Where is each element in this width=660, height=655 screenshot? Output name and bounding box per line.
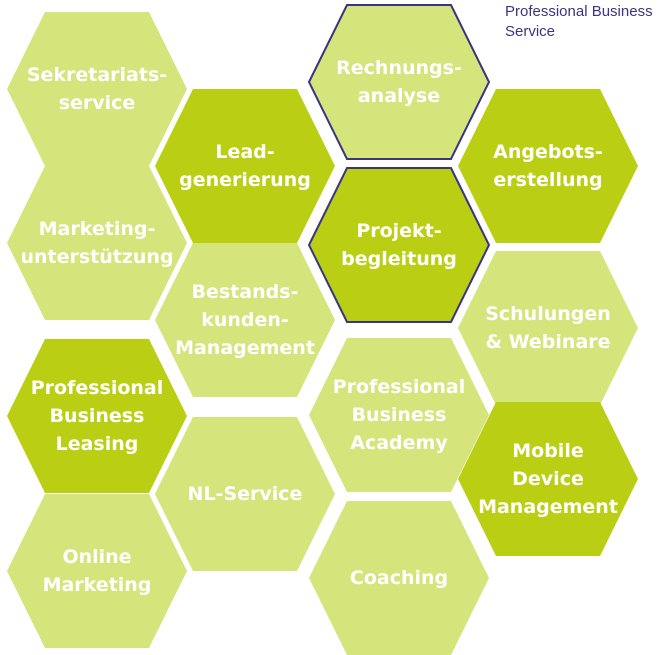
- hexagon-label: Coaching: [350, 567, 448, 589]
- hexagon-label: Business: [352, 404, 447, 426]
- hexagon-label: unterstützung: [20, 246, 173, 268]
- hexagon-shape: [155, 89, 335, 243]
- hexagon-angebotserstellung: Angebots-erstellung: [458, 89, 638, 243]
- hexagon-schulungen: Schulungen & Webinare: [458, 251, 638, 405]
- hexagon-label: Marketing: [43, 574, 152, 596]
- hexagon-label: Rechnungs-: [336, 57, 462, 79]
- hexagon-label: Sekretariats-: [27, 64, 167, 86]
- hexagon-label: kunden-: [201, 309, 289, 331]
- hexagon-label: service: [59, 92, 136, 114]
- hexagon-rechnungsanalyse: Rechnungs-analyse: [307, 4, 491, 160]
- hexagon-label: Bestands-: [192, 281, 299, 303]
- hexagon-shape: [458, 402, 638, 556]
- hexagon-coaching: Coaching: [309, 501, 489, 655]
- hexagon-label: Device: [512, 468, 584, 490]
- hexagon-shape: [7, 339, 187, 493]
- hexagon-label: Marketing-: [39, 218, 156, 240]
- hexagon-label: Lead-: [215, 141, 274, 163]
- hexagon-shape: [307, 4, 491, 160]
- legend-line-1: Professional Business: [505, 3, 653, 20]
- hexagon-label: erstellung: [493, 169, 602, 191]
- hexagon-label: NL-Service: [188, 483, 303, 505]
- hexagon-shape: [7, 166, 187, 320]
- hexagon-shape: [155, 243, 335, 397]
- hexagon-shape: [7, 12, 187, 166]
- hexagon-label: Leasing: [56, 433, 139, 455]
- hexagon-label: Professional: [31, 377, 164, 399]
- hexagon-label: Schulungen: [485, 303, 611, 325]
- hexagon-label: Professional: [333, 376, 466, 398]
- hexagon-shape: [7, 494, 187, 648]
- hexagon-shape: [458, 251, 638, 405]
- hexagon-projektbegleitung: Projekt-begleitung: [307, 167, 491, 323]
- hexagon-shape: [155, 417, 335, 571]
- hexagon-shape: [309, 501, 489, 655]
- hexagon-label: Academy: [350, 432, 448, 454]
- hexagon-leadgenerierung: Lead-generierung: [155, 89, 335, 243]
- hexagon-label: & Webinare: [485, 331, 610, 353]
- hexagon-label: Management: [175, 337, 315, 359]
- hexagon-label: Angebots-: [493, 141, 603, 163]
- hexagon-bestandskundenmanagement: Bestands-kunden- Management: [155, 243, 335, 397]
- hexagon-label: generierung: [179, 169, 311, 191]
- hexagon-label: Mobile: [512, 440, 583, 462]
- legend-line-2: Service: [505, 23, 556, 40]
- hexagon-label: begleitung: [341, 248, 457, 270]
- hexagon-nlservice: NL-Service: [155, 417, 335, 571]
- hexagon-shape: [309, 338, 489, 492]
- hexagon-label: analyse: [358, 85, 440, 107]
- hexagon-shape: [307, 167, 491, 323]
- hexagon-label: Business: [50, 405, 145, 427]
- hexagon-label: Management: [478, 496, 618, 518]
- legend: Professional Business Service: [505, 2, 653, 42]
- hexagon-label: Online: [62, 546, 131, 568]
- hexagon-marketingunterstuetzung: Marketing-unterstützung: [7, 166, 187, 320]
- hexagon-sekretariatsservice: Sekretariats-service: [7, 12, 187, 166]
- hexagon-shape: [458, 89, 638, 243]
- hexagon-label: Projekt-: [356, 220, 441, 242]
